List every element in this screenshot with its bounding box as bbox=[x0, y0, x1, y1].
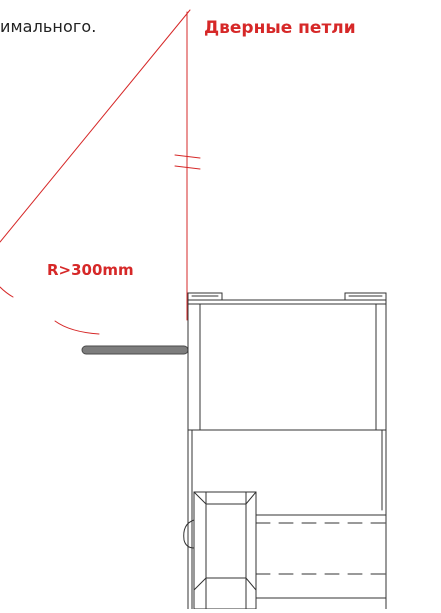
break-mark-2 bbox=[174, 165, 201, 170]
hinge-body bbox=[183, 292, 387, 610]
radius-label: R>300mm bbox=[47, 261, 134, 279]
radius-arc-lower bbox=[54, 320, 100, 335]
swing-lines bbox=[0, 9, 201, 335]
hinge-pin bbox=[81, 345, 189, 355]
body-text-fragment: имального. bbox=[0, 17, 97, 36]
dashed-reference-lines bbox=[255, 522, 387, 575]
section-title: Дверные петли bbox=[204, 18, 356, 38]
radius-arc-upper bbox=[0, 286, 14, 298]
diagonal-swing-line bbox=[0, 9, 191, 243]
break-mark-1 bbox=[174, 154, 201, 159]
